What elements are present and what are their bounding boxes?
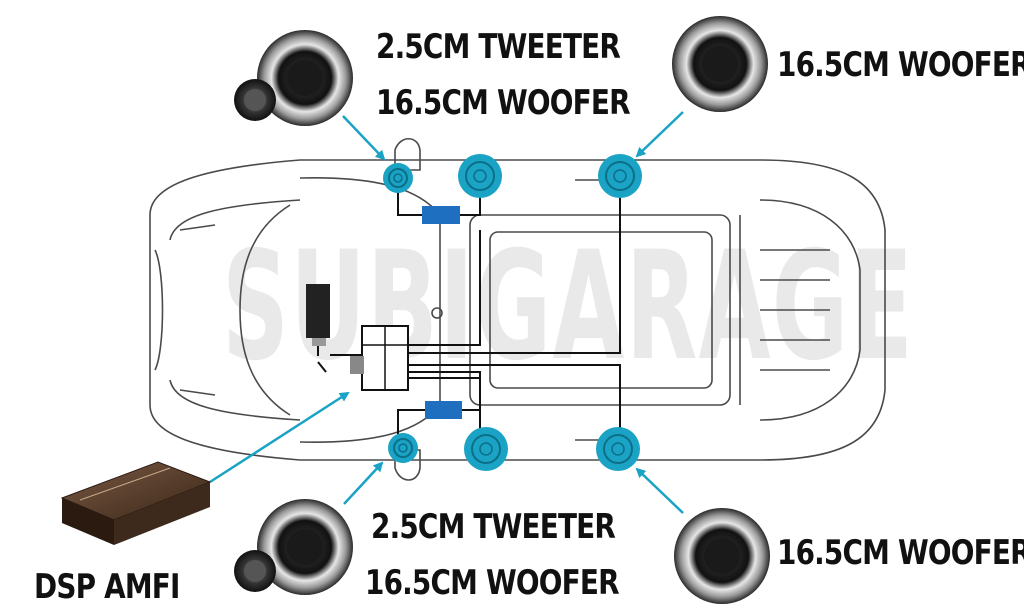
label-front-left-woofer: 16.5CM WOOFER: [376, 83, 631, 123]
component-speaker-image-top: [234, 30, 353, 126]
arrow-front-left: [342, 115, 386, 161]
car-outline: [149, 137, 886, 481]
label-front-right-tweeter: 2.5CM TWEETER: [371, 507, 616, 547]
dsp-amp-image: [60, 461, 212, 545]
label-front-left-tweeter: 2.5CM TWEETER: [376, 27, 621, 67]
component-speaker-image-bottom: [234, 499, 353, 595]
speaker-woofer-front-right: [464, 427, 508, 471]
speaker-woofer-rear-left: [598, 154, 642, 198]
arrow-front-right: [343, 461, 384, 505]
crossover-rear: [425, 401, 462, 419]
woofer-image-top-right: [672, 16, 768, 112]
speaker-woofer-rear-right: [596, 427, 640, 471]
speaker-tweeter-front-right: [388, 433, 418, 463]
crossover-front: [422, 206, 460, 224]
speaker-tweeter-front-left: [383, 163, 413, 193]
speaker-woofer-front-left: [458, 154, 502, 198]
arrow-dsp: [209, 391, 350, 484]
label-rear-right-woofer: 16.5CM WOOFER: [777, 533, 1024, 573]
label-rear-left-woofer: 16.5CM WOOFER: [777, 45, 1024, 85]
arrow-rear-right: [635, 467, 684, 514]
label-dsp-amp: DSP AMFI: [34, 567, 180, 607]
watermark: SUBIGARAGE: [222, 220, 915, 394]
head-unit-block: [306, 284, 330, 338]
dsp-unit-block: [350, 325, 409, 391]
arrow-rear-left: [635, 111, 684, 158]
woofer-image-bottom-right: [674, 508, 770, 604]
callout-arrows: [209, 111, 684, 514]
label-front-right-woofer: 16.5CM WOOFER: [365, 563, 620, 603]
connector-block: [312, 338, 326, 346]
